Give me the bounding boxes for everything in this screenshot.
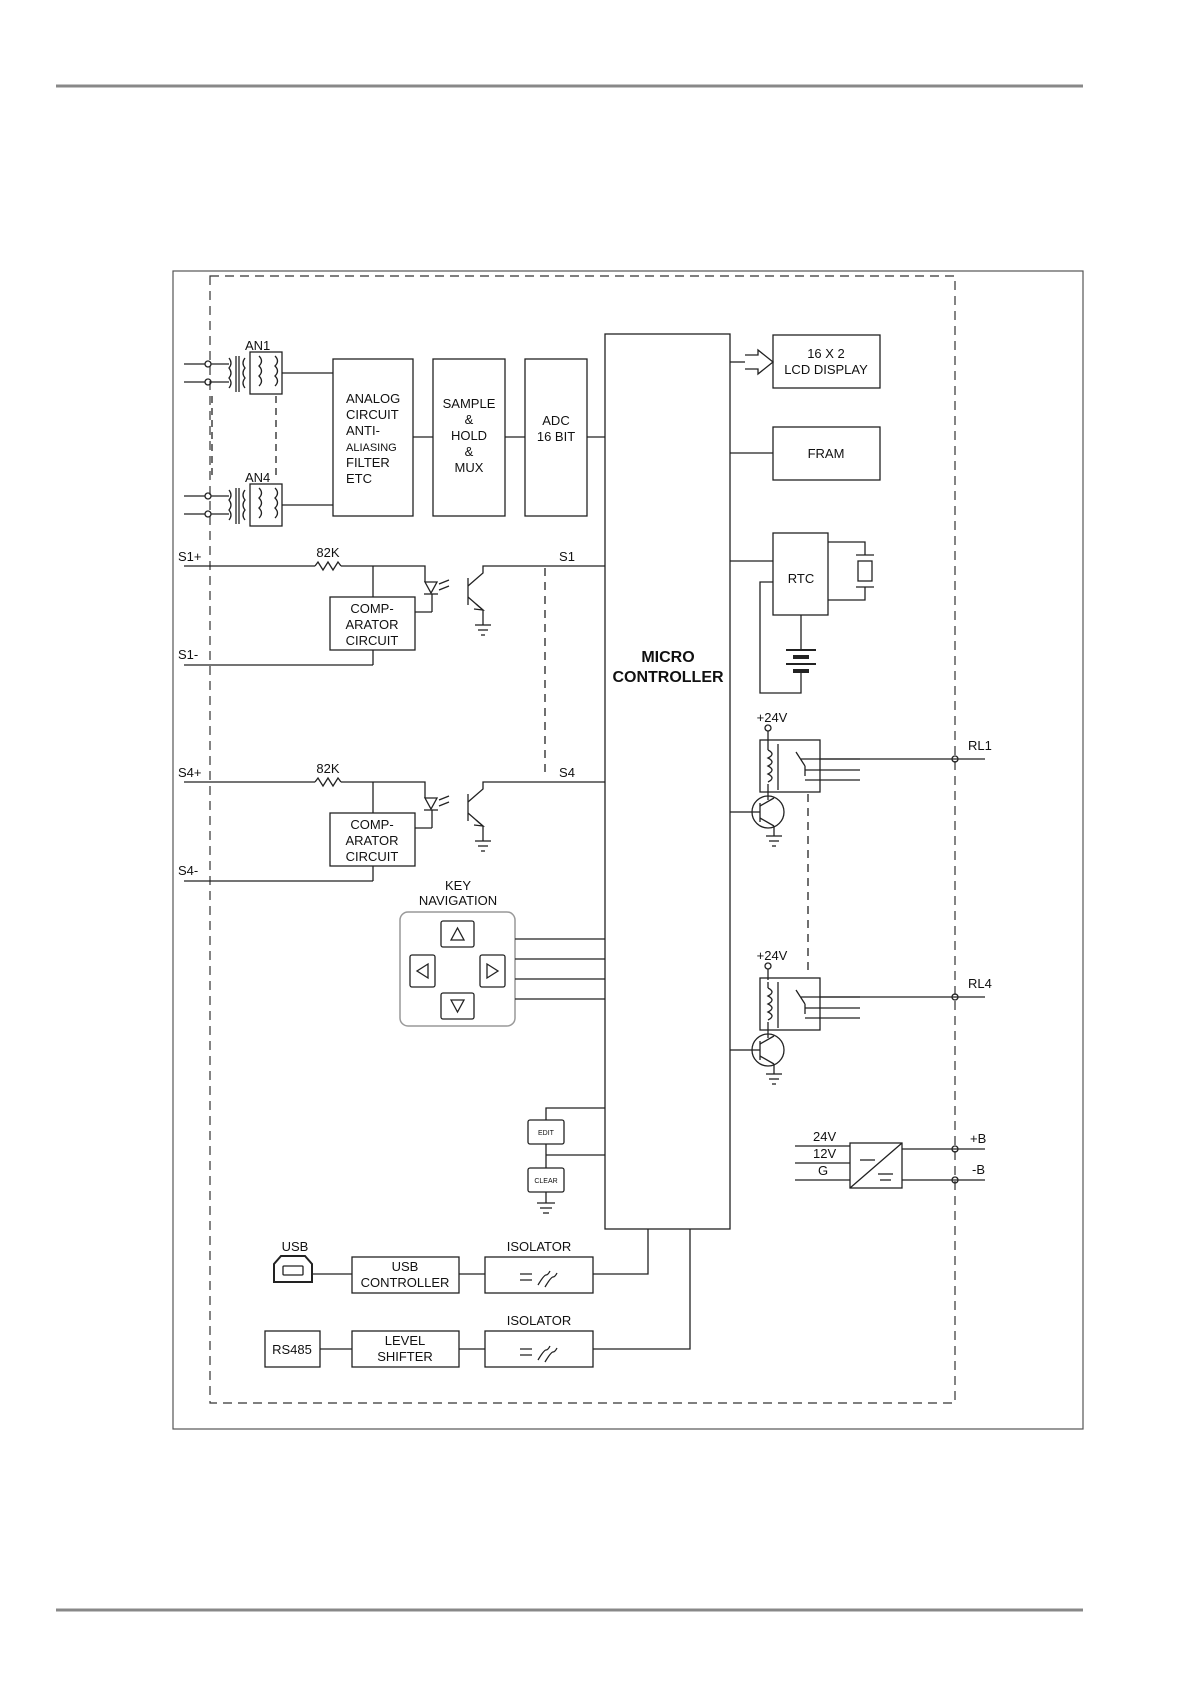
label-g: G: [818, 1163, 828, 1178]
comparator-s1-line-2: ARATOR: [346, 617, 399, 632]
label-supply-rl1: +24V: [757, 710, 788, 725]
label-24v: 24V: [813, 1129, 836, 1144]
microcontroller-label-1: MICRO: [641, 649, 694, 666]
resistor-82k-s4: [314, 776, 342, 788]
usb-controller-block: [351, 1256, 460, 1294]
ct-transformer-an1: [184, 351, 333, 395]
label-b-minus: -B: [972, 1162, 985, 1177]
lcd-display-block: [772, 334, 881, 389]
sample-hold-line-5: MUX: [455, 460, 484, 475]
adc-line-1: ADC: [542, 413, 569, 428]
level-shifter-line-2: SHIFTER: [377, 1349, 433, 1364]
sample-hold-line-4: &: [465, 444, 474, 459]
sample-hold-line-1: SAMPLE: [443, 396, 496, 411]
key-up-icon: [440, 920, 475, 948]
edit-key-label: EDIT: [538, 1130, 555, 1137]
label-an4: AN4: [245, 470, 270, 485]
edit-clear-wiring: [545, 1107, 605, 1203]
analog-circuit-line-6: ETC: [346, 471, 372, 486]
rtc-battery: [759, 581, 816, 694]
isolator-block-usb: [484, 1256, 594, 1294]
level-shifter-line-1: LEVEL: [385, 1333, 425, 1348]
relay-rl4-circuit: [730, 962, 985, 1085]
power-supply-converter: [795, 1142, 985, 1189]
enclosure-dashed-boundary: [209, 275, 956, 1404]
microcontroller-label-2: CONTROLLER: [612, 669, 724, 686]
sample-hold-line-3: HOLD: [451, 428, 487, 443]
crystal-oscillator: [828, 541, 874, 601]
adc-line-2: 16 BIT: [537, 429, 575, 444]
outer-frame: [172, 270, 1084, 1430]
analog-circuit-line-3: ANTI-: [346, 423, 380, 438]
label-s1-plus: S1+: [178, 549, 202, 564]
edit-key: [527, 1119, 565, 1145]
lcd-line-1: 16 X 2: [807, 346, 845, 361]
fram-label: FRAM: [808, 446, 845, 461]
key-navigation-title-1: KEY: [445, 878, 471, 893]
isolator-block-rs485: [484, 1330, 594, 1368]
label-s1-minus: S1-: [178, 647, 198, 662]
fram-block: [772, 426, 881, 481]
clear-key: [527, 1167, 565, 1193]
display-bus-arrow: [745, 348, 775, 376]
usb-controller-line-1: USB: [392, 1259, 419, 1274]
label-supply-rl4: +24V: [757, 948, 788, 963]
key-left-icon: [409, 954, 436, 988]
usb-connector-icon: [273, 1255, 313, 1283]
status-input-s1-circuit: [184, 560, 605, 666]
rs485-label: RS485: [272, 1342, 312, 1357]
comparator-s1-line-1: COMP-: [350, 601, 393, 616]
label-12v: 12V: [813, 1146, 836, 1161]
label-isolator-rs485: ISOLATOR: [507, 1313, 572, 1328]
relay-rl1-circuit: [730, 724, 985, 847]
label-s1-line: S1: [559, 549, 575, 564]
label-s4-minus: S4-: [178, 863, 198, 878]
clear-key-label: CLEAR: [534, 1178, 557, 1185]
label-s4-line: S4: [559, 765, 575, 780]
usb-controller-line-2: CONTROLLER: [361, 1275, 450, 1290]
key-navigation-keypad: [399, 911, 516, 1027]
isolator-rs485-icon: [520, 1345, 558, 1363]
comparator-s4-line-2: ARATOR: [346, 833, 399, 848]
sample-hold-line-2: &: [465, 412, 474, 427]
comparator-s1-line-3: CIRCUIT: [346, 633, 399, 648]
label-rl4: RL4: [968, 976, 992, 991]
ct-transformer-an4: [184, 483, 333, 527]
lcd-line-2: LCD DISPLAY: [784, 362, 868, 377]
label-an1: AN1: [245, 338, 270, 353]
analog-circuit-line-2: CIRCUIT: [346, 407, 399, 422]
keypad-bus-lines: [515, 938, 605, 1000]
status-input-s4-circuit: [184, 776, 605, 882]
label-resistor-s1: 82K: [316, 545, 339, 560]
analog-circuit-line-1: ANALOG: [346, 391, 400, 406]
comparator-s4-line-1: COMP-: [350, 817, 393, 832]
analog-circuit-line-5: FILTER: [346, 455, 390, 470]
key-right-icon: [479, 954, 506, 988]
analog-circuit-line-4: ALIASING: [346, 442, 397, 454]
label-b-plus: +B: [970, 1131, 986, 1146]
comparator-s4-line-3: CIRCUIT: [346, 849, 399, 864]
rtc-label: RTC: [788, 571, 814, 586]
label-isolator-usb: ISOLATOR: [507, 1239, 572, 1254]
label-resistor-s4: 82K: [316, 761, 339, 776]
ground-symbol: [537, 1202, 555, 1214]
key-navigation-title-2: NAVIGATION: [419, 893, 497, 908]
label-s4-plus: S4+: [178, 765, 202, 780]
label-usb: USB: [282, 1239, 309, 1254]
microcontroller-block: [604, 333, 731, 1230]
key-down-icon: [440, 992, 475, 1020]
resistor-82k-s1: [314, 560, 342, 572]
label-rl1: RL1: [968, 738, 992, 753]
isolator-usb-icon: [520, 1270, 558, 1288]
